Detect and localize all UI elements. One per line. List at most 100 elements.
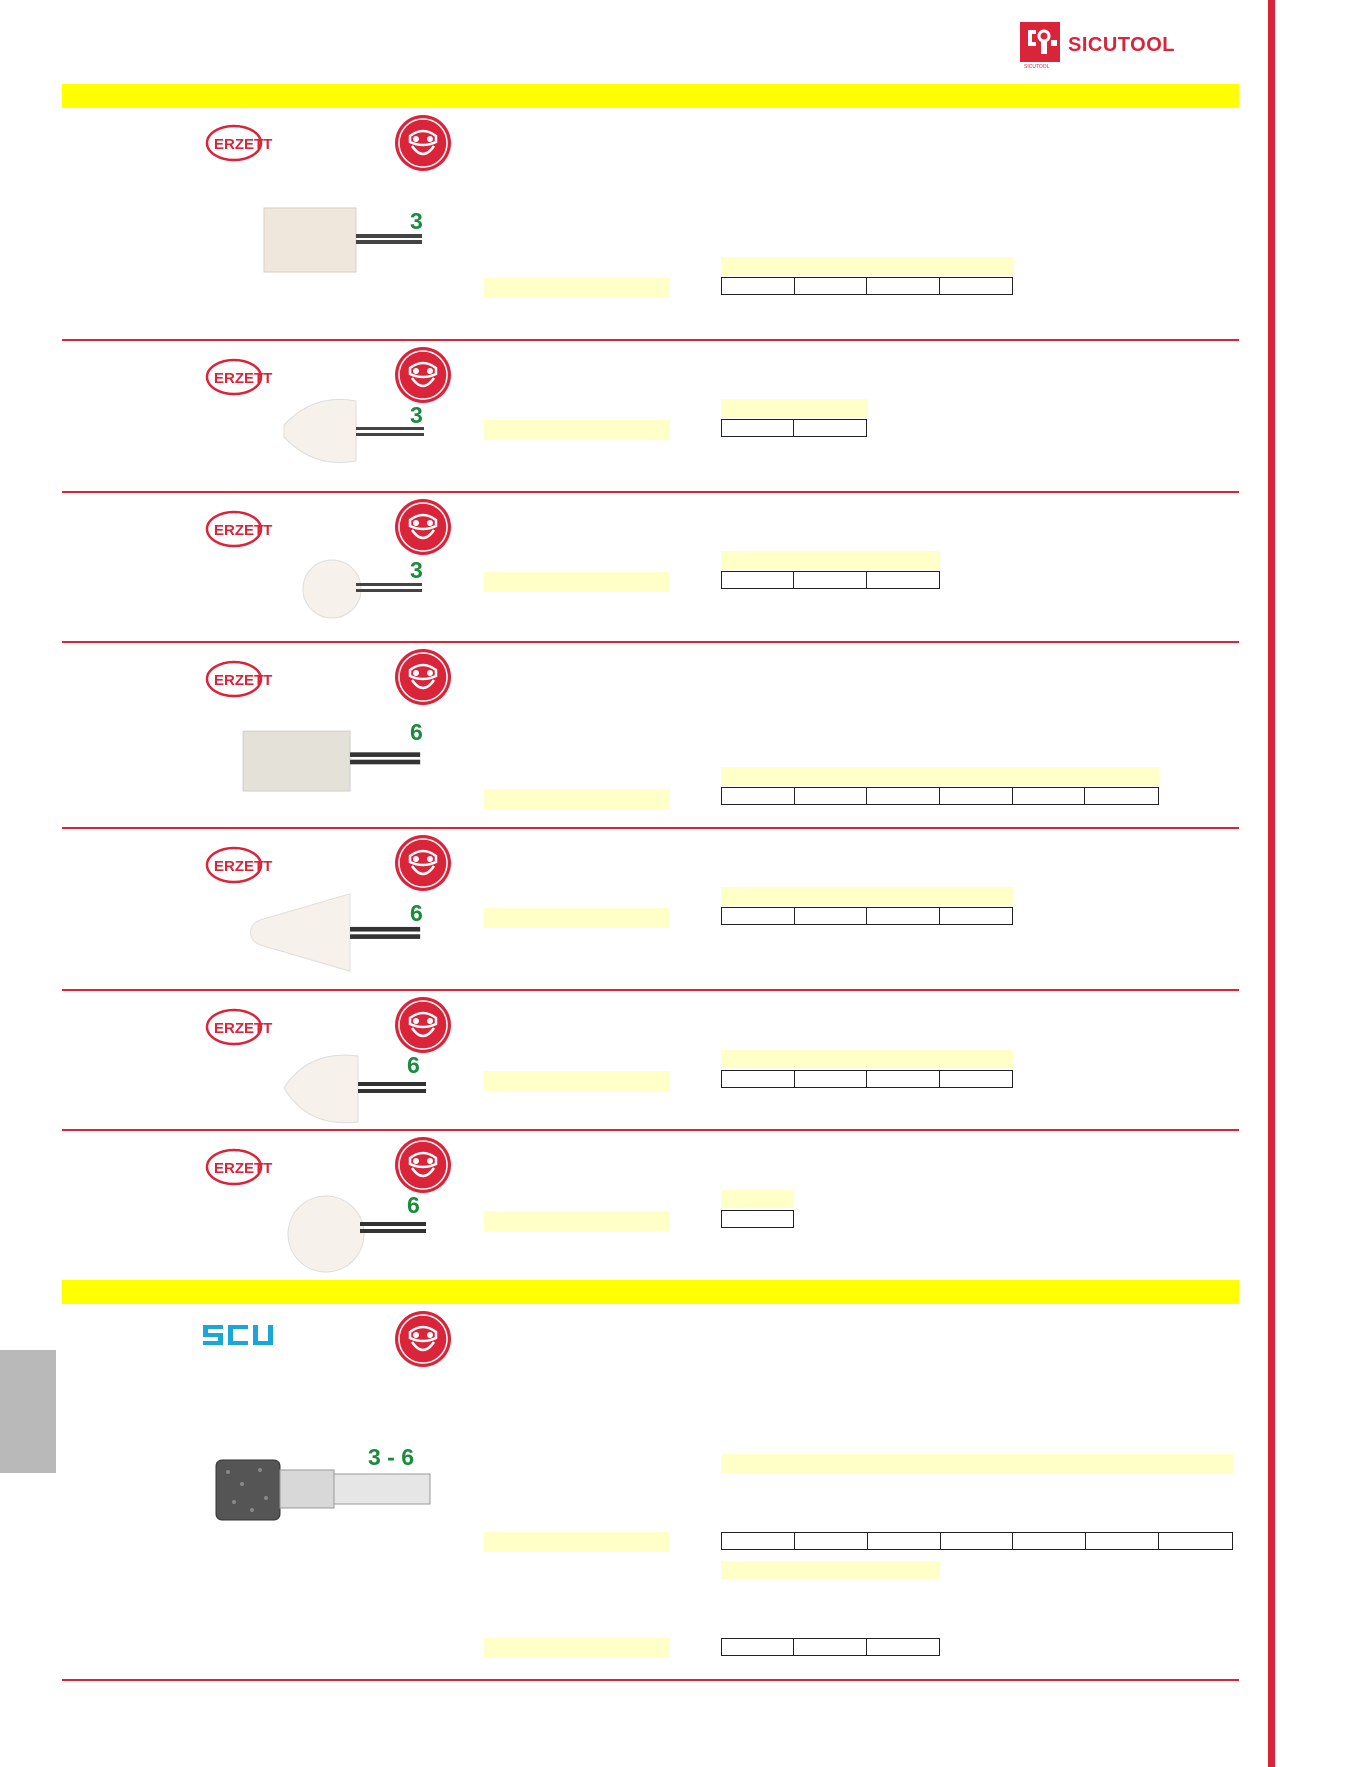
- label-bar: [484, 1211, 670, 1231]
- page-edge-bar: [1268, 0, 1275, 1767]
- table-row: [721, 1070, 1013, 1088]
- table-row: [721, 787, 1159, 805]
- shank-diameter-label: 6: [410, 719, 423, 745]
- table-cell: [867, 908, 940, 924]
- mounted-point-bullet-icon: [283, 398, 424, 464]
- safety-goggles-icon: [394, 114, 452, 172]
- shank-diameter-label: 6: [407, 1192, 420, 1218]
- table-cell: [867, 572, 939, 588]
- erzett-logo: [204, 1148, 280, 1186]
- table-cell: [1159, 1533, 1232, 1549]
- table-cell: [940, 278, 1013, 294]
- shank-diameter-label: 3 - 6: [368, 1444, 415, 1470]
- safety-goggles-icon: [394, 996, 452, 1054]
- label-bar: [484, 1638, 670, 1658]
- mounted-point-bullet-large-icon: [283, 1054, 426, 1124]
- table-cell: [1013, 1533, 1087, 1549]
- table-row: [721, 571, 940, 589]
- table-cell: [722, 908, 795, 924]
- diamond-mounted-point-icon: [215, 1459, 431, 1521]
- row-separator: [62, 1679, 1239, 1681]
- table-header: [721, 887, 1013, 905]
- table-cell: [1013, 788, 1086, 804]
- label-bar: [484, 420, 670, 440]
- section-tab: [0, 1350, 56, 1473]
- sicutool-emblem-icon: [1020, 22, 1060, 62]
- table-header: [721, 767, 1159, 785]
- erzett-logo: [204, 124, 280, 162]
- safety-goggles-icon: [394, 834, 452, 892]
- table-row: [721, 1210, 794, 1228]
- section-header-band: [62, 84, 1239, 108]
- safety-goggles-icon: [394, 498, 452, 556]
- shank-diameter-label: 6: [410, 900, 423, 926]
- table-cell: [722, 1071, 795, 1087]
- table-cell: [867, 788, 941, 804]
- shank-diameter-label: 3: [410, 557, 423, 583]
- section-header-band: [62, 1280, 1239, 1304]
- row-separator: [62, 827, 1239, 829]
- erzett-logo: [204, 358, 280, 396]
- row-separator: [62, 491, 1239, 493]
- label-bar: [484, 908, 670, 928]
- table-cell: [795, 908, 867, 924]
- table-cell: [940, 908, 1013, 924]
- shank-diameter-label: 6: [407, 1052, 420, 1078]
- mounted-point-cylinder-large-icon: [242, 730, 421, 792]
- logo-subtext: SICUTOOL: [1024, 64, 1050, 70]
- table-row: [721, 1532, 1233, 1550]
- row-separator: [62, 339, 1239, 341]
- safety-goggles-icon: [394, 648, 452, 706]
- table-cell: [867, 278, 940, 294]
- erzett-logo: [204, 510, 280, 548]
- sicutool-logo: SICUTOOL SICUTOOL: [1020, 22, 1210, 70]
- table-cell: [722, 1211, 793, 1227]
- table-row: [721, 907, 1013, 925]
- erzett-logo: [204, 660, 280, 698]
- table-cell: [1086, 1533, 1160, 1549]
- table-cell: [941, 1533, 1014, 1549]
- table-header: [721, 257, 1013, 275]
- safety-goggles-icon: [394, 1310, 452, 1368]
- table-cell: [722, 420, 794, 436]
- safety-goggles-icon: [394, 1136, 452, 1194]
- table-cell: [722, 1533, 795, 1549]
- label-bar: [484, 278, 670, 298]
- table-cell: [794, 572, 867, 588]
- row-separator: [62, 1129, 1239, 1131]
- table-cell: [867, 1071, 940, 1087]
- table-header: [721, 1561, 940, 1579]
- mounted-point-cylinder-icon: [263, 207, 422, 273]
- erzett-logo: [204, 1008, 280, 1046]
- label-bar: [484, 1071, 670, 1091]
- label-bar: [484, 1532, 670, 1552]
- logo-text: SICUTOOL: [1068, 34, 1175, 56]
- table-cell: [722, 788, 795, 804]
- label-bar: [484, 572, 670, 592]
- label-bar: [484, 789, 670, 809]
- mounted-point-ball-large-icon: [287, 1195, 426, 1273]
- erzett-logo: [204, 846, 280, 884]
- table-header: [721, 1190, 794, 1208]
- table-header: [721, 1050, 1013, 1068]
- table-header: [721, 399, 867, 417]
- row-separator: [62, 641, 1239, 643]
- table-cell: [722, 1639, 795, 1655]
- table-cell: [795, 1533, 868, 1549]
- table-cell: [795, 1071, 867, 1087]
- table-cell: [794, 1639, 867, 1655]
- row-separator: [62, 989, 1239, 991]
- table-cell: [794, 420, 866, 436]
- table-cell: [940, 1071, 1013, 1087]
- table-header: [721, 551, 940, 569]
- table-cell: [868, 1533, 941, 1549]
- table-header: [721, 1454, 1233, 1473]
- scu-logo: [203, 1325, 273, 1345]
- shank-diameter-label: 3: [410, 402, 423, 428]
- table-row: [721, 1638, 940, 1656]
- table-cell: [722, 572, 795, 588]
- table-cell: [867, 1639, 939, 1655]
- table-cell: [1085, 788, 1158, 804]
- table-cell: [795, 788, 868, 804]
- mounted-point-cone-icon: [249, 893, 421, 972]
